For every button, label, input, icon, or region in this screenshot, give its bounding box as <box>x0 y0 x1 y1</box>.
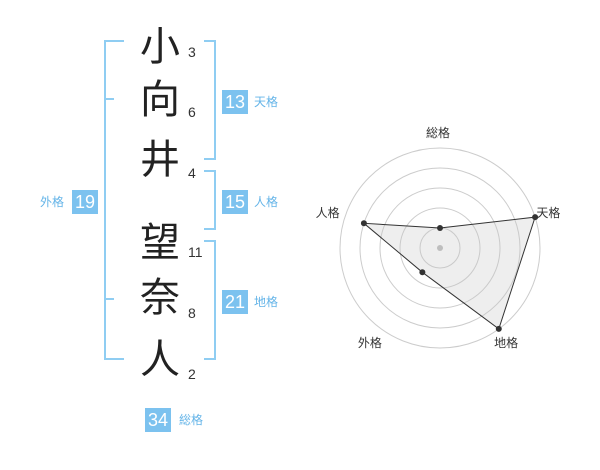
soukaku-label: 総格 <box>179 413 204 427</box>
radar-axis-label-3: 地格 <box>494 335 519 350</box>
name-char-6: 人 <box>140 337 180 383</box>
radar-center-dot <box>437 245 443 251</box>
radar-point-3 <box>495 325 502 332</box>
radar-grid-ring <box>399 207 481 289</box>
name-char-2: 向 <box>140 77 180 123</box>
radar-grid-ring <box>359 167 521 329</box>
radar-axis-label-1: 総格 <box>426 126 451 140</box>
tenkaku-bracket-vertical <box>214 40 216 160</box>
stroke-count-3: 4 <box>188 165 196 181</box>
radar-point-4 <box>419 269 426 276</box>
jinkaku-bracket-top <box>204 170 216 172</box>
gaikaku-bracket-bottom <box>104 358 124 360</box>
radar-point-1 <box>437 225 443 231</box>
name-char-3: 井 <box>140 137 180 183</box>
name-char-4: 望 <box>140 220 180 266</box>
chikaku-bracket-top <box>204 240 216 242</box>
gaikaku-bracket-mid-1 <box>104 98 114 100</box>
chikaku-label: 地格 <box>254 295 279 309</box>
radar-axis-label-2: 天格 <box>536 206 561 221</box>
jinkaku-bracket-vertical <box>214 170 216 230</box>
gaikaku-bracket-mid-2 <box>104 298 114 300</box>
tenkaku-value: 13 <box>222 90 249 114</box>
chikaku-bracket-vertical <box>214 240 216 360</box>
soukaku-value: 34 <box>145 408 172 432</box>
jinkaku-bracket-bottom <box>204 228 216 230</box>
chikaku-bracket-bottom <box>204 358 216 360</box>
radar-point-2 <box>532 214 539 221</box>
stroke-count-1: 3 <box>188 44 196 60</box>
stroke-count-4: 11 <box>188 244 203 260</box>
tenkaku-bracket-top <box>204 40 216 42</box>
gaikaku-value: 19 <box>72 190 99 214</box>
radar-series-polygon <box>362 216 536 330</box>
radar-axis-label-4: 外格 <box>357 335 382 350</box>
name-char-1: 小 <box>140 24 180 70</box>
jinkaku-value: 15 <box>222 190 249 214</box>
tenkaku-bracket-bottom <box>204 158 216 160</box>
tenkaku-label: 天格 <box>254 95 279 109</box>
radar-point-5 <box>360 220 367 227</box>
jinkaku-label: 人格 <box>254 195 279 209</box>
stroke-count-2: 6 <box>188 104 196 120</box>
name-char-5: 奈 <box>140 275 180 321</box>
stroke-count-5: 8 <box>188 305 196 321</box>
chikaku-value: 21 <box>222 290 249 314</box>
gaikaku-bracket-vertical <box>104 40 106 360</box>
radar-grid-ring <box>339 147 541 349</box>
stroke-count-6: 2 <box>188 366 196 382</box>
radar-grid-ring <box>379 187 501 309</box>
gaikaku-label: 外格 <box>40 195 65 209</box>
radar-axis-label-5: 人格 <box>315 206 340 221</box>
gaikaku-bracket-top <box>104 40 124 42</box>
